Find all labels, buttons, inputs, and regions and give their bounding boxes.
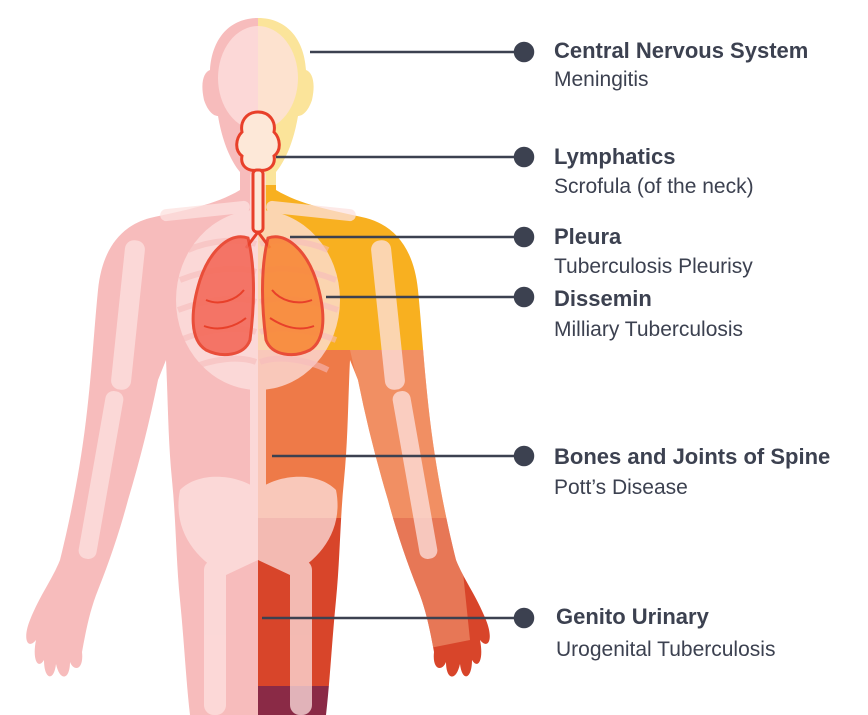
label-dissemin: Dissemin Milliary Tuberculosis (554, 286, 743, 341)
label-subtitle: Urogenital Tuberculosis (556, 638, 775, 661)
label-genito: Genito Urinary Urogenital Tuberculosis (556, 604, 775, 661)
label-title: Pleura (554, 224, 622, 249)
label-title: Lymphatics (554, 144, 675, 169)
label-title: Genito Urinary (556, 604, 710, 629)
label-subtitle: Pott’s Disease (554, 476, 688, 499)
label-cns: Central Nervous System Meningitis (554, 38, 808, 91)
label-bones: Bones and Joints of Spine Pott’s Disease (554, 444, 830, 499)
label-subtitle: Milliary Tuberculosis (554, 318, 743, 341)
label-pleura: Pleura Tuberculosis Pleurisy (554, 224, 753, 278)
label-subtitle: Scrofula (of the neck) (554, 175, 754, 198)
label-lymphatics: Lymphatics Scrofula (of the neck) (554, 144, 754, 198)
label-title: Central Nervous System (554, 38, 808, 63)
label-subtitle: Meningitis (554, 68, 649, 91)
label-title: Bones and Joints of Spine (554, 444, 830, 469)
label-title: Dissemin (554, 286, 652, 311)
label-subtitle: Tuberculosis Pleurisy (554, 255, 753, 278)
